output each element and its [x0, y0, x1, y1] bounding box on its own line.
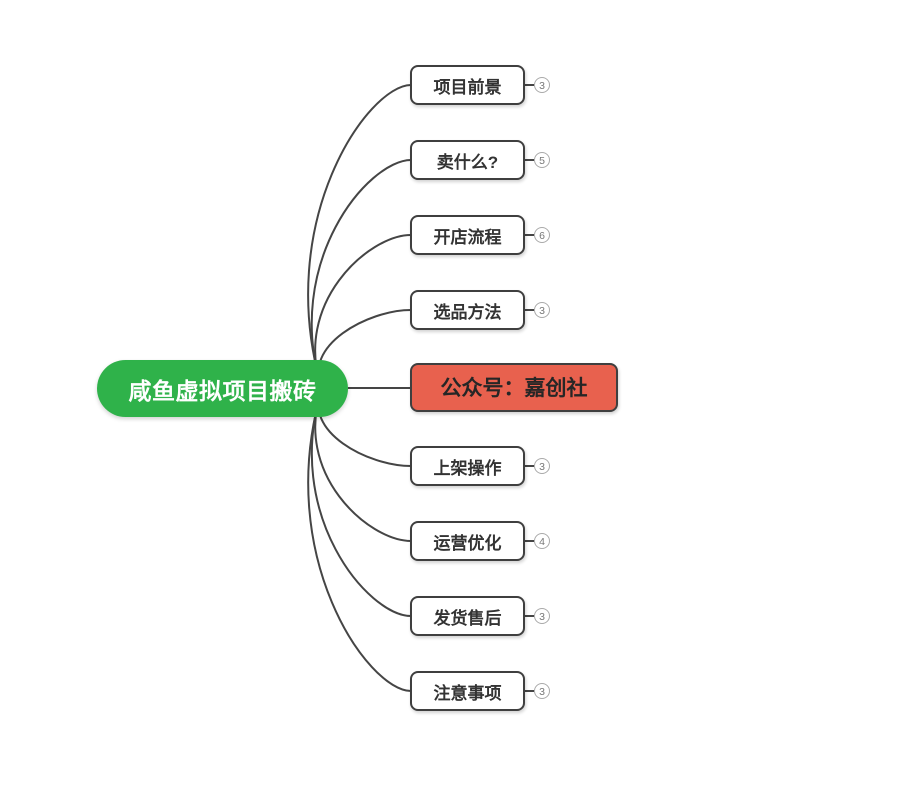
topic-node-highlighted[interactable]: 公众号：嘉创社 [410, 362, 618, 412]
collapse-count-badge[interactable]: 3 [525, 608, 550, 624]
topic-node[interactable]: 运营优化 [410, 521, 525, 561]
topic-node[interactable]: 上架操作 [410, 446, 525, 486]
badge-count: 3 [534, 302, 550, 318]
topic-node[interactable]: 注意事项 [410, 671, 525, 711]
connector-edge [314, 234, 412, 390]
topic-node-label: 项目前景 [433, 77, 502, 97]
badge-stub-line [525, 540, 534, 542]
root-node[interactable]: 咸鱼虚拟项目搬砖 [97, 360, 348, 417]
collapse-count-badge[interactable]: 3 [525, 77, 550, 93]
connector-edge [310, 159, 412, 390]
collapse-count-badge[interactable]: 4 [525, 533, 550, 549]
badge-stub-line [525, 84, 534, 86]
collapse-count-badge[interactable]: 6 [525, 227, 550, 243]
collapse-count-badge[interactable]: 3 [525, 458, 550, 474]
badge-count: 6 [534, 227, 550, 243]
topic-node[interactable]: 开店流程 [410, 215, 525, 255]
topic-node[interactable]: 项目前景 [410, 65, 525, 105]
topic-node[interactable]: 卖什么? [410, 140, 525, 180]
connector-edge [307, 84, 412, 390]
topic-node-label: 注意事项 [433, 683, 502, 703]
badge-count: 4 [534, 533, 550, 549]
badge-count: 3 [534, 458, 550, 474]
badge-count: 5 [534, 152, 550, 168]
collapse-count-badge[interactable]: 3 [525, 683, 550, 699]
badge-stub-line [525, 309, 534, 311]
topic-node-label: 开店流程 [433, 227, 502, 247]
badge-stub-line [525, 465, 534, 467]
topic-node[interactable]: 选品方法 [410, 290, 525, 330]
topic-node-label: 运营优化 [433, 533, 502, 553]
topic-node-label: 发货售后 [433, 608, 502, 628]
badge-count: 3 [534, 77, 550, 93]
collapse-count-badge[interactable]: 5 [525, 152, 550, 168]
badge-stub-line [525, 234, 534, 236]
badge-stub-line [525, 690, 534, 692]
topic-node-label: 卖什么? [436, 152, 499, 172]
topic-node-label: 公众号：嘉创社 [440, 377, 588, 400]
collapse-count-badge[interactable]: 3 [525, 302, 550, 318]
root-node-label: 咸鱼虚拟项目搬砖 [128, 377, 317, 404]
badge-count: 3 [534, 683, 550, 699]
badge-stub-line [525, 159, 534, 161]
topic-node[interactable]: 发货售后 [410, 596, 525, 636]
connector-edge [310, 388, 412, 617]
badge-count: 3 [534, 608, 550, 624]
topic-node-label: 上架操作 [433, 458, 502, 478]
badge-stub-line [525, 615, 534, 617]
topic-node-label: 选品方法 [433, 302, 502, 322]
connector-edge [307, 388, 412, 692]
